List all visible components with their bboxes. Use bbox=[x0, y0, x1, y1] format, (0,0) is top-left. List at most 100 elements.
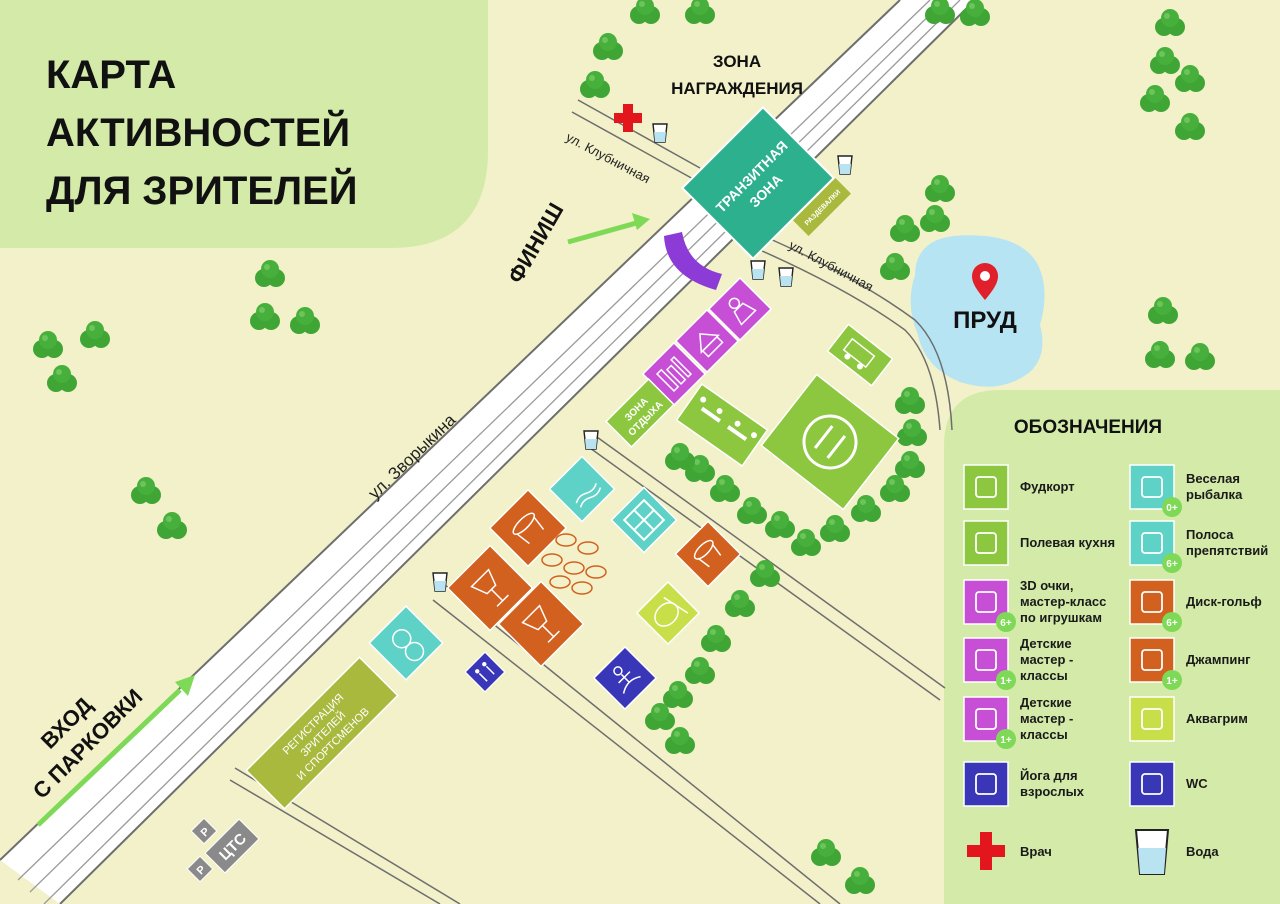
age-badge: 1+ bbox=[996, 729, 1016, 749]
face-paint-tile bbox=[635, 580, 701, 646]
medical-cross-icon bbox=[614, 104, 642, 132]
svg-text:6+: 6+ bbox=[1000, 618, 1012, 629]
face-paint-icon bbox=[1129, 696, 1175, 742]
food-court-icon bbox=[963, 464, 1009, 510]
legend-item: 1+ Джампинг bbox=[1129, 637, 1251, 690]
legend-item-label: мастер - bbox=[1020, 711, 1073, 726]
legend-item-label: Детские bbox=[1020, 695, 1072, 710]
legend-item: WC bbox=[1129, 761, 1208, 807]
obstacle-course-tile bbox=[610, 486, 678, 554]
yoga-icon bbox=[963, 761, 1009, 807]
legend-item-label: препятствий bbox=[1186, 543, 1268, 558]
legend-item: Вода bbox=[1134, 829, 1219, 875]
svg-text:1+: 1+ bbox=[1166, 676, 1178, 687]
legend-item-label: Диск-гольф bbox=[1186, 594, 1262, 609]
legend-item-label: Полоса bbox=[1186, 527, 1234, 542]
legend-panel bbox=[944, 390, 1280, 904]
legend-item-label: Врач bbox=[1020, 844, 1052, 859]
legend-item-label: по игрушкам bbox=[1020, 610, 1102, 625]
fishing-tile bbox=[548, 455, 616, 523]
legend-item: 6+ Диск-гольф bbox=[1129, 579, 1262, 632]
footpaths bbox=[229, 431, 946, 904]
entrance-arrow bbox=[36, 688, 182, 827]
klubnichnaya-street bbox=[571, 99, 953, 431]
legend-item-label: Вода bbox=[1186, 844, 1219, 859]
disc-golf-icon bbox=[1129, 579, 1175, 625]
disc-golf-tile-2 bbox=[497, 580, 585, 668]
age-badge: 1+ bbox=[1162, 670, 1182, 690]
svg-text:6+: 6+ bbox=[1166, 618, 1178, 629]
award-zone-label-line1: ЗОНА bbox=[713, 52, 761, 71]
legend-item-label: классы bbox=[1020, 727, 1068, 742]
jumping-tile bbox=[488, 488, 568, 568]
kids-craft-tile bbox=[674, 308, 740, 374]
medical-cross-icon bbox=[967, 832, 1005, 870]
food-court-tile bbox=[760, 373, 900, 511]
award-zone-label-line2: НАГРАЖДЕНИЯ bbox=[671, 79, 803, 98]
legend-item-label: рыбалка bbox=[1186, 487, 1243, 502]
age-badge: 6+ bbox=[1162, 553, 1182, 573]
food-truck-icon bbox=[963, 520, 1009, 566]
legend-item-label: Веселая bbox=[1186, 471, 1240, 486]
legend-item: Фудкорт bbox=[963, 464, 1075, 510]
legend-title: ОБОЗНАЧЕНИЯ bbox=[1014, 417, 1162, 438]
svg-text:1+: 1+ bbox=[1000, 735, 1012, 746]
legend-item-label: Аквагрим bbox=[1186, 711, 1248, 726]
svg-text:0+: 0+ bbox=[1166, 503, 1178, 514]
pond bbox=[910, 235, 1045, 387]
map-title-line1: КАРТА bbox=[46, 53, 176, 97]
title-panel bbox=[0, 0, 488, 248]
kids-craft-icon bbox=[963, 696, 1009, 742]
wc-tile bbox=[464, 651, 506, 693]
jumping-tile-2 bbox=[674, 520, 742, 588]
svg-text:6+: 6+ bbox=[1166, 559, 1178, 570]
age-badge: 1+ bbox=[996, 670, 1016, 690]
legend-item-label: Полевая кухня bbox=[1020, 535, 1115, 550]
legend-item-label: взрослых bbox=[1020, 784, 1085, 799]
pond-pin-icon bbox=[972, 263, 998, 300]
registration-zone: РЕГИСТРАЦИЯ ЗРИТЕЛЕЙ И СПОРТСМЕНОВ bbox=[245, 656, 399, 810]
age-badge: 6+ bbox=[996, 612, 1016, 632]
water-glass-icon bbox=[1134, 829, 1170, 875]
field-kitchen-tile bbox=[826, 323, 894, 387]
map-title-line2: АКТИВНОСТЕЙ bbox=[46, 109, 350, 155]
legend-item-label: мастер - bbox=[1020, 652, 1073, 667]
finish-arrow bbox=[567, 219, 641, 245]
legend-item-label: Фудкорт bbox=[1020, 479, 1075, 494]
pond-label: ПРУД bbox=[953, 307, 1017, 334]
finish-arrowhead bbox=[632, 213, 650, 230]
age-badge: 0+ bbox=[1162, 497, 1182, 517]
legend-item-label: мастер-класс bbox=[1020, 594, 1106, 609]
legend-item-label: Джампинг bbox=[1186, 652, 1251, 667]
legend-item: Аквагрим bbox=[1129, 696, 1248, 742]
legend-item: Полевая кухня bbox=[963, 520, 1115, 566]
legend-item-label: WC bbox=[1186, 776, 1208, 791]
wc-icon bbox=[1129, 761, 1175, 807]
map-title-line3: ДЛЯ ЗРИТЕЛЕЙ bbox=[46, 167, 358, 213]
finish-arch bbox=[664, 232, 722, 290]
kids-workshop-tile bbox=[707, 276, 773, 342]
transit-zone: ТРАНЗИТНАЯ ЗОНА bbox=[680, 105, 836, 261]
picnic-area bbox=[675, 382, 769, 468]
teddy-bear-tile bbox=[368, 605, 444, 681]
entrance-arrowhead bbox=[175, 675, 195, 696]
legend-item-label: Детские bbox=[1020, 636, 1072, 651]
legend-item-label: классы bbox=[1020, 668, 1068, 683]
age-badge: 6+ bbox=[1162, 612, 1182, 632]
legend-item-label: Йога для bbox=[1020, 768, 1078, 783]
disc-golf-tile-1 bbox=[446, 544, 534, 632]
jumping-area bbox=[541, 533, 607, 595]
legend-item: Врач bbox=[967, 832, 1052, 870]
svg-text:1+: 1+ bbox=[1000, 676, 1012, 687]
legend-item-label: 3D очки, bbox=[1020, 578, 1074, 593]
parking-cts: P P ЦТС bbox=[186, 817, 260, 883]
yoga-tile bbox=[592, 645, 658, 711]
